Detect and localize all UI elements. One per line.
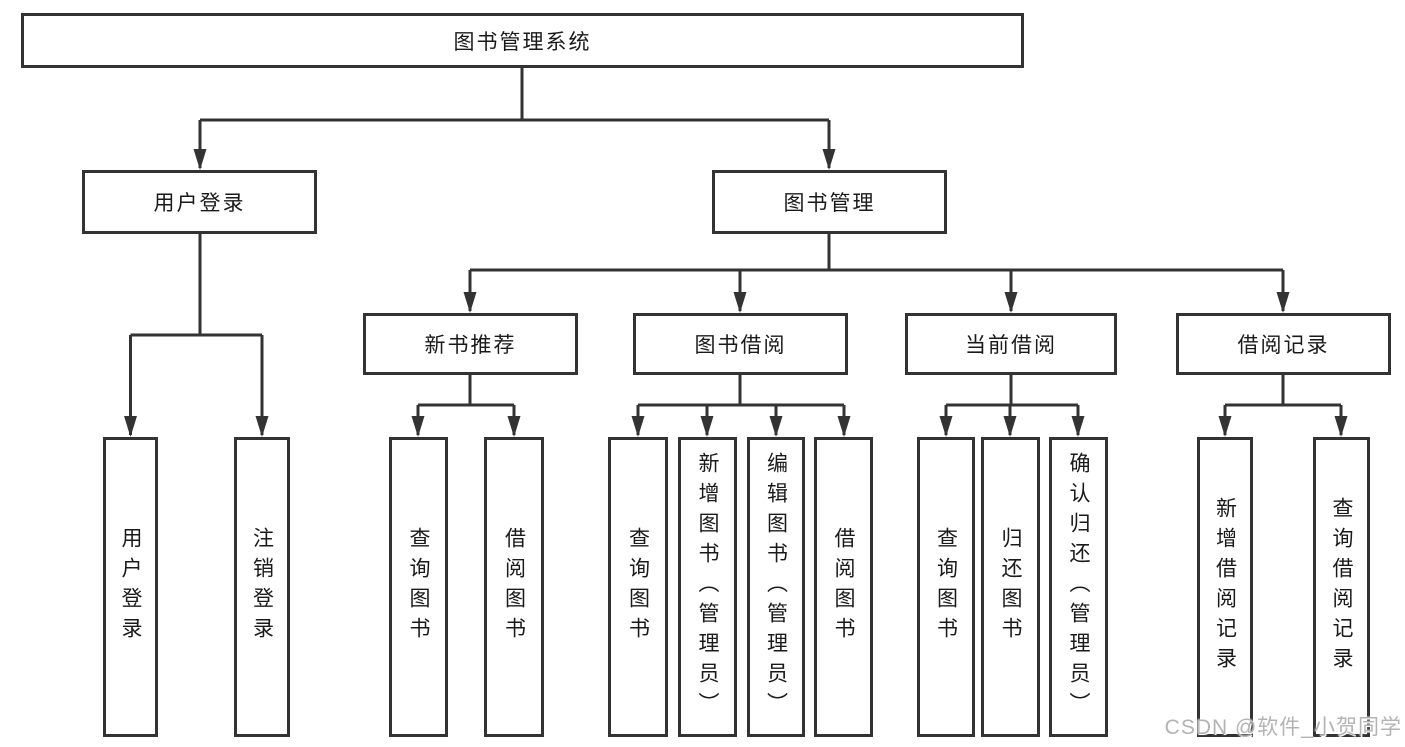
node-label: 用户登录 bbox=[153, 192, 246, 215]
leaf-borrow-book: 借阅图书 bbox=[484, 437, 544, 737]
node-label: 新书推荐 bbox=[424, 334, 517, 357]
leaf-confirm-return-admin: 确认归还（管理员） bbox=[1049, 437, 1108, 737]
leaf-return-book: 归还图书 bbox=[981, 437, 1040, 737]
leaf-logout: 注销登录 bbox=[234, 437, 290, 737]
arrowheads bbox=[124, 149, 1348, 437]
leaf-label: 新增借阅记录 bbox=[1213, 497, 1237, 677]
node-borrow-records: 借阅记录 bbox=[1176, 313, 1391, 375]
leaf-query-book: 查询图书 bbox=[608, 437, 668, 737]
leaf-user-login: 用户登录 bbox=[103, 437, 158, 737]
leaf-label: 查询借阅记录 bbox=[1330, 497, 1353, 677]
leaf-label: 注销登录 bbox=[250, 527, 274, 647]
connector-path bbox=[129, 68, 1343, 435]
leaf-label: 借阅图书 bbox=[832, 527, 855, 647]
leaf-add-book-admin: 新增图书（管理员） bbox=[678, 437, 737, 737]
leaf-label: 编辑图书（管理员） bbox=[764, 452, 788, 722]
node-current-borrow: 当前借阅 bbox=[905, 313, 1117, 375]
node-new-book-recommend: 新书推荐 bbox=[363, 313, 578, 375]
leaf-add-borrow-record: 新增借阅记录 bbox=[1197, 437, 1253, 737]
node-library-management-system: 图书管理系统 bbox=[21, 13, 1024, 68]
leaf-label: 用户登录 bbox=[119, 527, 142, 647]
leaf-label: 查询图书 bbox=[407, 527, 430, 647]
leaf-label: 归还图书 bbox=[999, 527, 1022, 647]
leaf-query-book: 查询图书 bbox=[917, 437, 975, 737]
leaf-label: 查询图书 bbox=[934, 527, 958, 647]
leaf-label: 查询图书 bbox=[626, 527, 650, 647]
leaf-query-book: 查询图书 bbox=[389, 437, 448, 737]
node-label: 图书管理系统 bbox=[453, 30, 592, 54]
leaf-label: 确认归还（管理员） bbox=[1067, 452, 1090, 722]
node-book-management: 图书管理 bbox=[712, 170, 947, 234]
node-user-login: 用户登录 bbox=[82, 170, 317, 234]
leaf-label: 借阅图书 bbox=[502, 527, 526, 647]
leaf-label: 新增图书（管理员） bbox=[696, 452, 719, 722]
leaf-borrow-book: 借阅图书 bbox=[814, 437, 873, 737]
node-book-borrow: 图书借阅 bbox=[633, 313, 848, 375]
node-label: 当前借阅 bbox=[965, 334, 1057, 357]
csdn-watermark: CSDN @软件_小贺同学 bbox=[1164, 716, 1402, 739]
node-label: 图书管理 bbox=[783, 192, 876, 215]
node-label: 图书借阅 bbox=[694, 334, 787, 357]
leaf-edit-book-admin: 编辑图书（管理员） bbox=[747, 437, 805, 737]
leaf-query-borrow-record: 查询借阅记录 bbox=[1313, 437, 1370, 737]
node-label: 借阅记录 bbox=[1237, 334, 1330, 357]
